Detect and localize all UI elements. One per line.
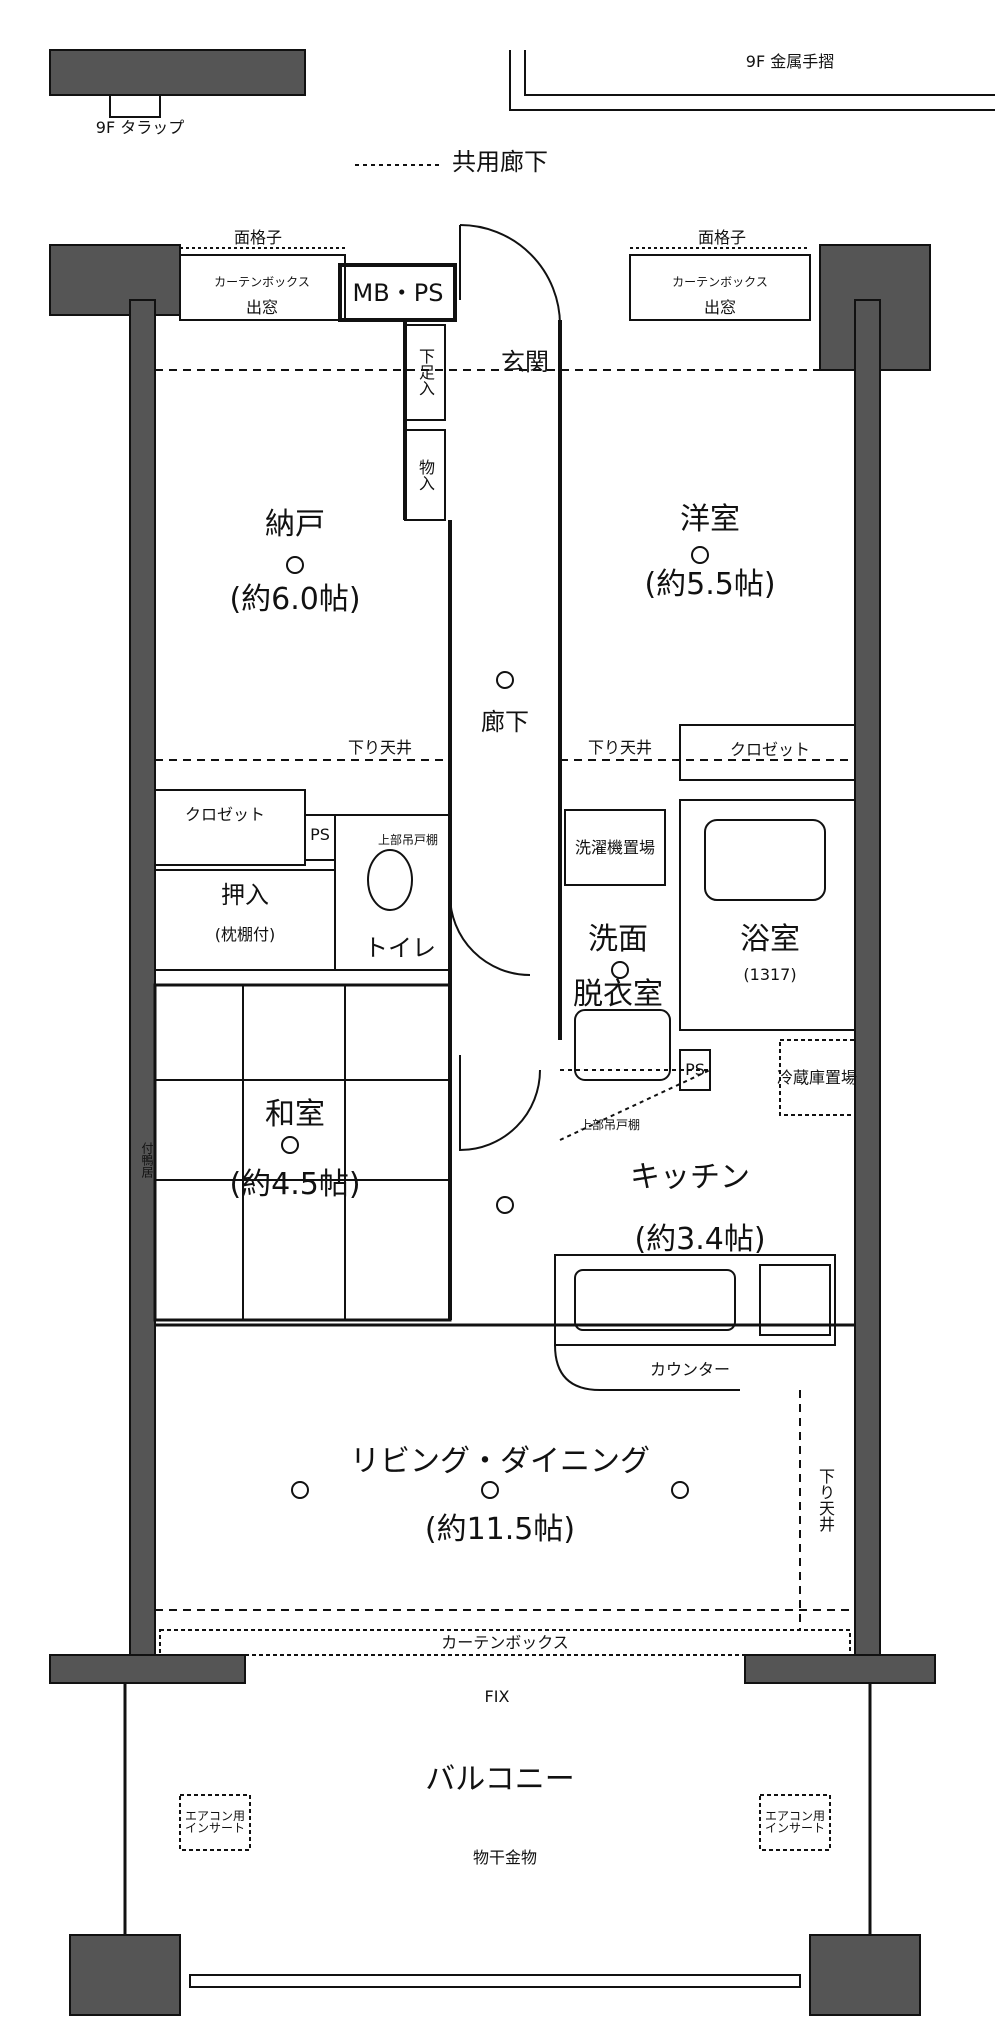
kitchen-sink bbox=[574, 1269, 736, 1331]
washer-space bbox=[564, 809, 666, 886]
label-bathroom-size: (1317) bbox=[743, 965, 797, 984]
wash-basin bbox=[574, 1009, 671, 1081]
fridge-space bbox=[779, 1039, 856, 1116]
kitchen-stove bbox=[759, 1264, 831, 1336]
ac-insert-left-box bbox=[179, 1794, 251, 1851]
label-9f-rail: 9F 金属手摺 bbox=[745, 52, 835, 71]
bathroom bbox=[679, 799, 856, 1031]
ceiling-light-icon bbox=[691, 546, 709, 564]
wall-right bbox=[854, 299, 881, 1656]
label-washitsu: 和室 bbox=[265, 1097, 325, 1132]
label-kitchen: キッチン bbox=[630, 1160, 750, 1195]
counter-edge bbox=[554, 1344, 740, 1391]
label-washer-space: 洗濯機置場 bbox=[574, 838, 656, 857]
label-fridge-space: 冷蔵庫置場 bbox=[776, 1068, 858, 1087]
ceiling-light-icon bbox=[611, 961, 629, 979]
label-common-corridor: 共用廊下 bbox=[452, 148, 548, 176]
label-balcony: バルコニー bbox=[425, 1762, 575, 1797]
ceiling-light-icon bbox=[481, 1481, 499, 1499]
label-youshitsu-size: (約5.5帖) bbox=[644, 567, 776, 602]
pillar-top-left bbox=[49, 244, 181, 316]
label-nando-size: (約6.0帖) bbox=[229, 582, 361, 617]
label-toilet: トイレ bbox=[364, 934, 436, 962]
label-kitchen-size: (約3.4帖) bbox=[634, 1222, 766, 1257]
label-closet-left: クロゼット bbox=[184, 805, 266, 824]
upper-floor-rail bbox=[524, 50, 995, 96]
label-living: リビング・ダイニング bbox=[350, 1444, 650, 1479]
label-lattice-left: 面格子 bbox=[233, 228, 283, 247]
trap-box bbox=[109, 94, 161, 118]
toilet-room bbox=[334, 814, 451, 971]
bathtub bbox=[704, 819, 826, 901]
wall-left bbox=[129, 299, 156, 1656]
label-drying-hardware: 物干金物 bbox=[472, 1848, 538, 1867]
label-9f-trap: 9F タラップ bbox=[95, 118, 185, 137]
ceiling-light-icon bbox=[496, 1196, 514, 1214]
label-oshiire-sub: (枕棚付) bbox=[214, 925, 276, 944]
label-ac-insert-left: エアコン用インサート bbox=[185, 1809, 246, 1835]
label-upper-shelf-2: 上部吊戸棚 bbox=[579, 1118, 641, 1132]
label-lowered-ceiling-3: 下り天井 bbox=[816, 1468, 835, 1532]
washitsu-door bbox=[459, 1055, 541, 1152]
upper-floor-wall bbox=[49, 49, 306, 96]
hall-door-swing bbox=[449, 894, 531, 976]
label-curtain-box-left: カーテンボックス bbox=[214, 275, 310, 289]
label-lowered-ceiling-2: 下り天井 bbox=[587, 738, 653, 757]
label-bay-window-right: 出窓 bbox=[703, 298, 737, 317]
wall-bottom-left bbox=[49, 1654, 246, 1684]
label-oshiire: 押入 bbox=[221, 881, 269, 909]
label-bathroom: 浴室 bbox=[740, 922, 800, 957]
storage-mono bbox=[404, 429, 446, 521]
label-washitsu-size: (約4.5帖) bbox=[229, 1167, 361, 1202]
label-washroom-1: 洗面 bbox=[588, 922, 648, 957]
label-storage-mono: 物入 bbox=[416, 459, 435, 491]
closet-right bbox=[679, 724, 856, 781]
label-fix: FIX bbox=[484, 1687, 510, 1706]
label-tsuke-kamoi: 付鴨居 bbox=[140, 1142, 154, 1178]
label-hallway: 廊下 bbox=[481, 708, 529, 736]
label-counter: カウンター bbox=[649, 1360, 731, 1379]
label-entrance: 玄関 bbox=[501, 348, 549, 376]
label-curtain-box-bottom: カーテンボックス bbox=[441, 1633, 569, 1652]
label-bay-window-left: 出窓 bbox=[245, 298, 279, 317]
label-mbps: MB・PS bbox=[352, 279, 444, 307]
ceiling-light-icon bbox=[281, 1136, 299, 1154]
wall-bottom-right bbox=[744, 1654, 936, 1684]
balcony-pillar-left bbox=[69, 1934, 181, 2016]
ceiling-light-icon bbox=[291, 1481, 309, 1499]
label-youshitsu: 洋室 bbox=[680, 502, 740, 537]
ceiling-light-icon bbox=[496, 671, 514, 689]
toilet-bowl bbox=[367, 849, 413, 911]
label-ps-2: PS bbox=[685, 1060, 705, 1079]
bay-window-left bbox=[179, 254, 346, 321]
label-curtain-box-right: カーテンボックス bbox=[672, 275, 768, 289]
label-washroom-2: 脱衣室 bbox=[573, 977, 663, 1012]
ceiling-light-icon bbox=[671, 1481, 689, 1499]
label-ps-1: PS bbox=[310, 825, 330, 844]
kitchen-counter bbox=[554, 1254, 836, 1346]
entrance-door-swing bbox=[459, 224, 561, 326]
label-lattice-right: 面格子 bbox=[697, 228, 747, 247]
label-lowered-ceiling-1: 下り天井 bbox=[347, 738, 413, 757]
shoe-box bbox=[404, 324, 446, 421]
label-shoe-box: 下足入 bbox=[416, 348, 435, 396]
washitsu-room bbox=[153, 983, 452, 1322]
upper-floor-outline bbox=[509, 50, 995, 111]
ac-insert-right-box bbox=[759, 1794, 831, 1851]
ceiling-light-icon bbox=[286, 556, 304, 574]
mbps-box bbox=[338, 263, 457, 322]
label-ac-insert-right: エアコン用インサート bbox=[765, 1809, 826, 1835]
balcony-rail bbox=[189, 1974, 801, 1988]
curtain-box-bottom bbox=[159, 1629, 851, 1656]
label-closet-right: クロゼット bbox=[729, 740, 811, 759]
bay-window-right bbox=[629, 254, 811, 321]
label-upper-shelf-1: 上部吊戸棚 bbox=[377, 833, 439, 847]
label-living-size: (約11.5帖) bbox=[424, 1512, 576, 1547]
label-nando: 納戸 bbox=[265, 507, 325, 542]
balcony-pillar-right bbox=[809, 1934, 921, 2016]
closet-left bbox=[154, 789, 306, 866]
